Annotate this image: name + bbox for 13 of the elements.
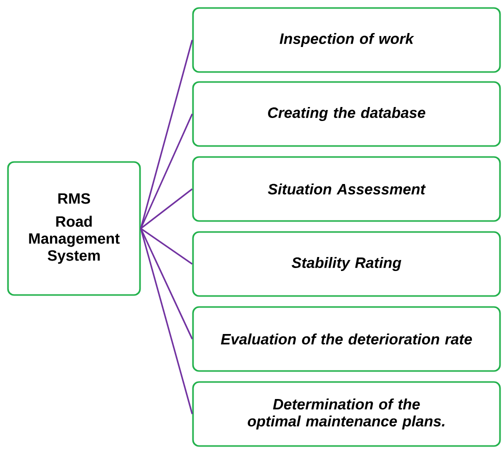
task-box: Inspection of work (192, 7, 501, 73)
system-box: RMS Road Management System (7, 161, 141, 296)
connector-line (140, 228, 193, 265)
task-box: Evaluation of the deterioration rate (192, 306, 501, 372)
task-box: Creating the database (192, 81, 501, 147)
task-box: Determination of the optimal maintenance plans. (192, 381, 501, 447)
connector-line (140, 228, 193, 340)
connector-line (140, 228, 193, 414)
connector-line (140, 188, 193, 230)
connector-line (140, 40, 193, 229)
task-box: Situation Assessment (192, 156, 501, 222)
task-box: Stability Rating (192, 231, 501, 297)
connector-line (140, 114, 193, 229)
